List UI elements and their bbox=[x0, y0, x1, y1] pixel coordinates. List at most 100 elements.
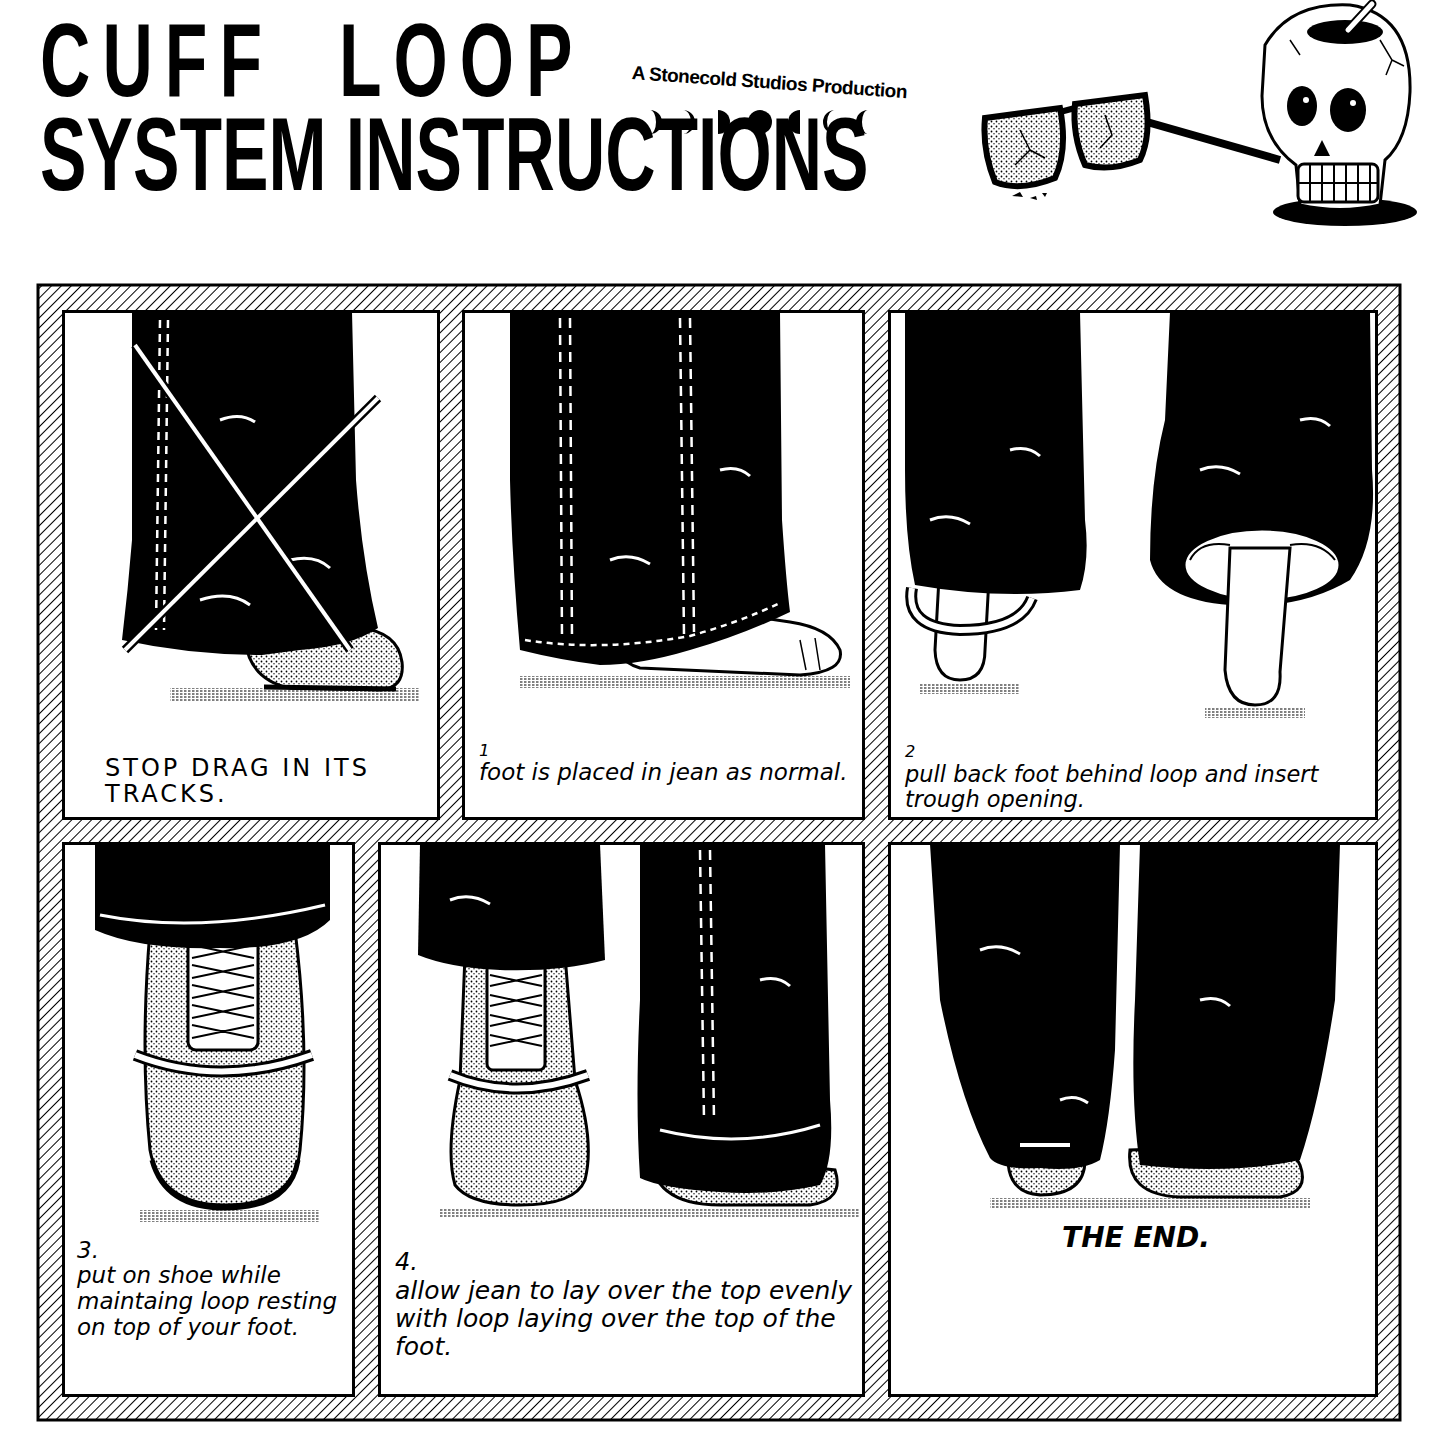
ground-shadow bbox=[170, 688, 420, 702]
bare-foot bbox=[1225, 548, 1290, 705]
jeans-seam bbox=[156, 320, 168, 630]
eye-socket bbox=[1330, 88, 1366, 132]
jeans-leg bbox=[638, 844, 832, 1193]
skull-logo bbox=[984, 4, 1417, 226]
jeans-highlight bbox=[450, 897, 790, 986]
jeans-highlight bbox=[930, 448, 1040, 524]
step-caption: allow jean to lay over the top evenly wi… bbox=[395, 1277, 853, 1361]
teeth-lines bbox=[1298, 164, 1378, 202]
eye-glint bbox=[1303, 97, 1309, 103]
cuff-loop bbox=[135, 1055, 312, 1072]
panel1-illustration bbox=[122, 312, 420, 702]
instruction-panel: STOP DRAG IN ITS TRACKS. bbox=[62, 310, 440, 820]
eye-glint bbox=[1350, 100, 1356, 106]
panel-ground bbox=[378, 842, 865, 1397]
instruction-panel: 2pull back foot behind loop and insert t… bbox=[888, 310, 1378, 820]
shoe bbox=[451, 955, 588, 1205]
cuff-fold bbox=[1190, 544, 1335, 560]
hatched-frame bbox=[38, 285, 1400, 1420]
caption-area: 3.put on shoe while maintaing loop resti… bbox=[77, 1237, 345, 1341]
jeans-seam bbox=[700, 850, 714, 1120]
cuff-loop bbox=[1020, 1143, 1070, 1147]
eye-socket bbox=[1287, 86, 1317, 126]
step-number: 2 bbox=[905, 743, 1367, 762]
step-caption: foot is placed in jean as normal. bbox=[479, 760, 851, 786]
cuff-loop bbox=[911, 588, 1032, 630]
lens-crack bbox=[1015, 115, 1112, 165]
cuff-loop bbox=[911, 588, 1032, 630]
caption-area: 4.allow jean to lay over the top evenly … bbox=[395, 1249, 853, 1361]
jeans-leg bbox=[95, 844, 330, 948]
cigarette bbox=[1348, 4, 1372, 30]
caption-area: 2pull back foot behind loop and insert t… bbox=[905, 743, 1367, 812]
step-number: 4. bbox=[395, 1249, 853, 1277]
cross-mark bbox=[135, 345, 350, 650]
skull-teeth bbox=[1298, 164, 1378, 202]
ground-shadow bbox=[520, 676, 850, 688]
caption-area: THE END. bbox=[1011, 1221, 1261, 1254]
boot-sole bbox=[264, 687, 396, 689]
jeans-highlight bbox=[610, 468, 750, 564]
panel-ground bbox=[888, 310, 1378, 820]
ground-shadow bbox=[140, 1210, 320, 1222]
jeans-highlight bbox=[980, 947, 1230, 1103]
title-area: CUFF LOOP SYSTEM INSTRUCTIONS bbox=[40, 14, 951, 201]
cuff-fold bbox=[100, 905, 325, 923]
cigarette bbox=[1348, 4, 1372, 30]
jeans-leg bbox=[905, 312, 1087, 594]
sunglasses-bridge bbox=[1060, 108, 1075, 112]
sunglasses-arm bbox=[1140, 120, 1280, 160]
cross-mark bbox=[125, 398, 378, 650]
cuff-fold bbox=[660, 1125, 820, 1139]
end-caption: THE END. bbox=[1011, 1221, 1261, 1254]
cross-mark bbox=[125, 398, 378, 650]
panel3-illustration bbox=[905, 312, 1373, 718]
glass-shards bbox=[1012, 192, 1047, 200]
jeans-leg bbox=[418, 844, 605, 970]
jeans-leg bbox=[1133, 844, 1340, 1169]
panel2-illustration bbox=[510, 312, 850, 688]
panel-ground bbox=[462, 310, 865, 820]
jeans-leg bbox=[122, 312, 378, 655]
shoe-tongue bbox=[487, 960, 545, 1070]
panel4-illustration bbox=[95, 844, 330, 1222]
toe-lines bbox=[800, 638, 820, 670]
instruction-panel: 4.allow jean to lay over the top evenly … bbox=[378, 842, 865, 1397]
panel-ground bbox=[62, 842, 355, 1397]
cuff-loop bbox=[450, 1075, 588, 1089]
hem-stitch bbox=[525, 603, 780, 645]
ground-shadow bbox=[440, 1208, 860, 1218]
skull-head bbox=[1262, 5, 1410, 210]
step-caption: put on shoe while maintaing loop resting… bbox=[77, 1263, 345, 1340]
ground-shadow bbox=[1205, 708, 1305, 718]
jeans-highlight bbox=[1200, 418, 1330, 474]
step-caption: pull back foot behind loop and insert tr… bbox=[905, 762, 1367, 812]
panel6-illustration bbox=[930, 844, 1340, 1208]
instruction-panel: 3.put on shoe while maintaing loop resti… bbox=[62, 842, 355, 1397]
cuff-loop bbox=[450, 1075, 588, 1089]
ground-shadow bbox=[920, 684, 1020, 694]
sunglasses-lens bbox=[984, 108, 1063, 186]
panel-ground bbox=[62, 310, 440, 820]
caption-area: STOP DRAG IN ITS TRACKS. bbox=[105, 755, 405, 808]
skull-nose bbox=[1314, 140, 1330, 156]
skull-crack bbox=[1290, 40, 1404, 75]
step-number: 1 bbox=[479, 741, 851, 760]
jeans-seam bbox=[560, 318, 694, 640]
title-heading: CUFF LOOP SYSTEM INSTRUCTIONS bbox=[40, 14, 951, 201]
caption-area: 1foot is placed in jean as normal. bbox=[479, 741, 851, 786]
step-number: 3. bbox=[77, 1237, 345, 1263]
step-caption: STOP DRAG IN ITS TRACKS. bbox=[105, 755, 405, 808]
panel-ground bbox=[888, 842, 1378, 1397]
shoe-laces bbox=[192, 945, 254, 1038]
panel5-illustration bbox=[418, 844, 860, 1218]
jeans-leg bbox=[510, 312, 790, 665]
instruction-panel: THE END. bbox=[888, 842, 1378, 1397]
panel-grounds bbox=[62, 310, 1378, 1397]
shoe-laces bbox=[490, 975, 542, 1046]
instruction-panel: 1foot is placed in jean as normal. bbox=[462, 310, 865, 820]
cuff-loop bbox=[135, 1055, 312, 1072]
ground-shadow bbox=[990, 1198, 1310, 1208]
